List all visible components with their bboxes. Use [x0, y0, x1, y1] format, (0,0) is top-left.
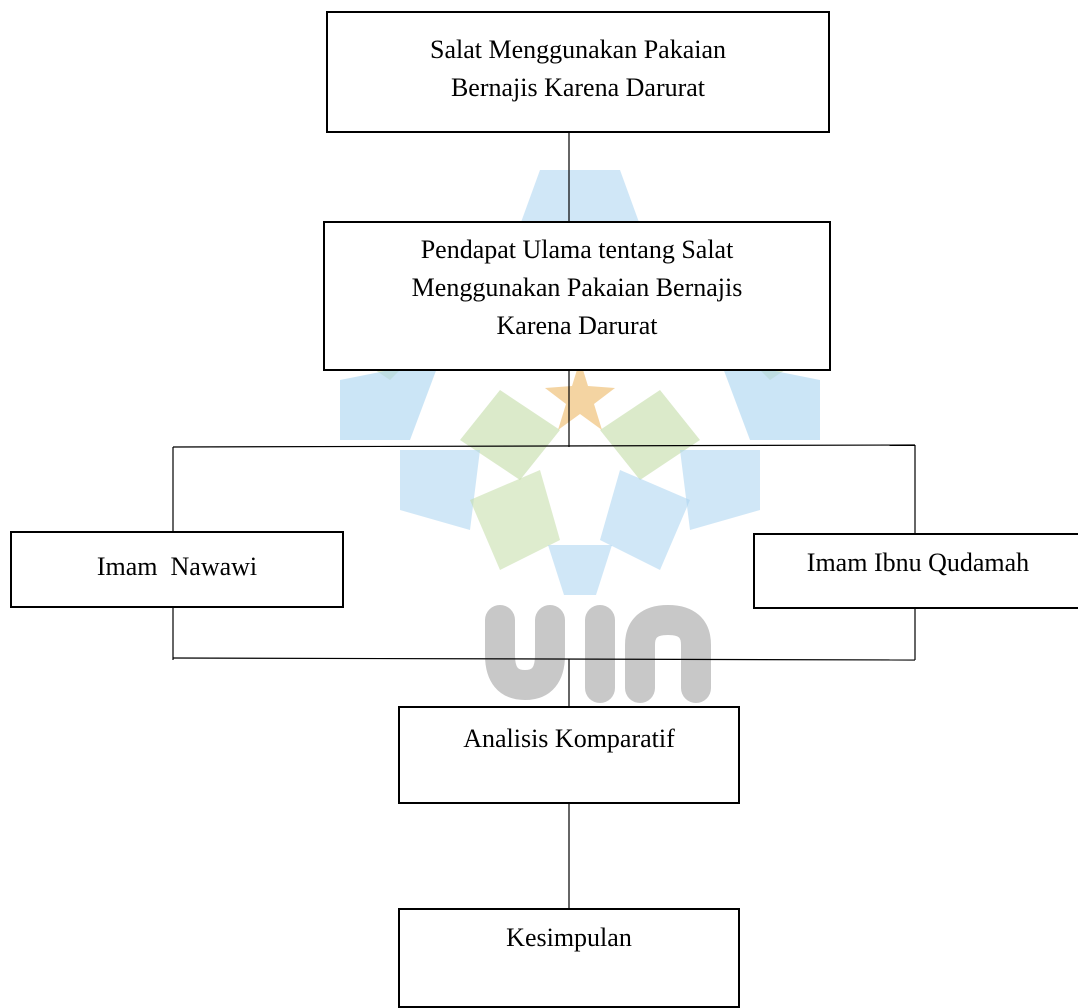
watermark-petal — [400, 450, 480, 530]
watermark-petal — [680, 450, 760, 530]
watermark-petal — [548, 545, 612, 595]
watermark-petal — [340, 360, 440, 440]
imam-nawawi-box: Imam Nawawi — [10, 531, 344, 608]
imam-ibnu-qudamah-box: Imam Ibnu Qudamah — [753, 533, 1078, 609]
conclusion-label: Kesimpulan — [506, 923, 632, 952]
comparative-analysis-box: Analisis Komparatif — [398, 706, 740, 804]
watermark-petal — [600, 470, 690, 570]
topic-label: Salat Menggunakan Pakaian Bernajis Karen… — [429, 35, 727, 102]
comparative-analysis-label: Analisis Komparatif — [463, 724, 675, 753]
imam-nawawi-label: Imam Nawawi — [96, 552, 258, 581]
watermark-star — [545, 360, 615, 430]
imam-ibnu-qudamah-label: Imam Ibnu Qudamah — [806, 548, 1030, 577]
watermark-petal — [600, 390, 700, 480]
watermark-petal — [470, 470, 560, 570]
scholars-opinion-box: Pendapat Ulama tentang Salat Menggunakan… — [323, 221, 831, 371]
connector-upper-horizontal — [172, 444, 916, 448]
topic-box: Salat Menggunakan Pakaian Bernajis Karen… — [326, 11, 830, 133]
watermark-petal — [720, 360, 820, 440]
conclusion-box: Kesimpulan — [398, 908, 740, 1008]
connector-lower-horizontal — [172, 657, 916, 661]
scholars-opinion-label: Pendapat Ulama tentang Salat Menggunakan… — [411, 235, 743, 340]
watermark-petal — [520, 170, 640, 225]
watermark-petal — [460, 390, 560, 480]
watermark-uin-letters — [485, 604, 711, 703]
